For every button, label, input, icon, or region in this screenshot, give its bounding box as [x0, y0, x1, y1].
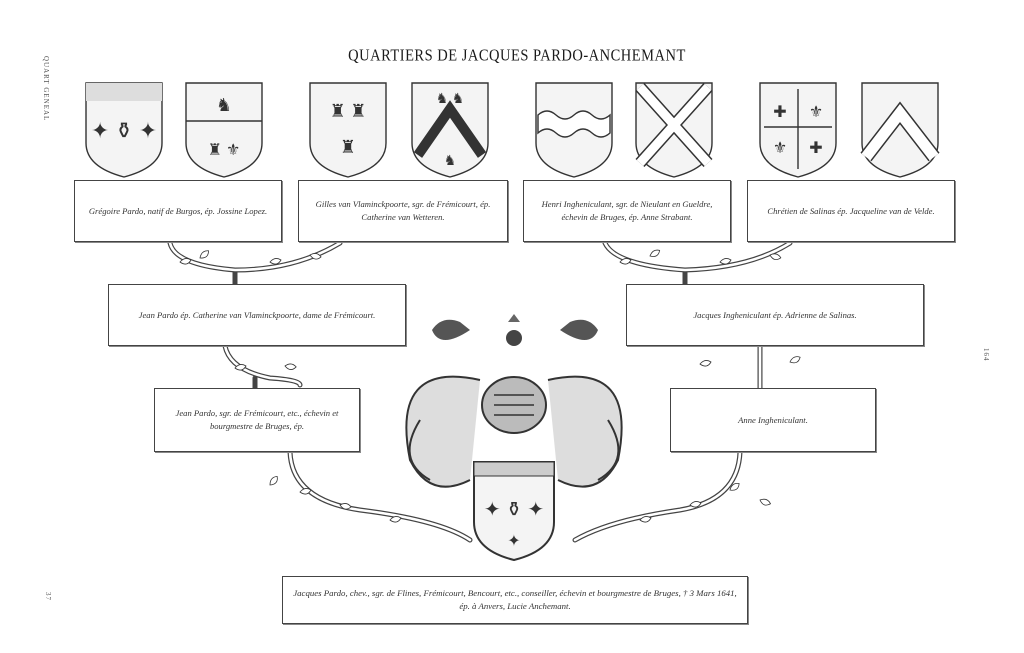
svg-text:✚: ✚: [773, 104, 786, 121]
quartered-cross-fleur-de-lis-arms-icon: ✚ ⚜ ⚜ ✚: [759, 82, 837, 178]
svg-text:♜ ♜: ♜ ♜: [330, 101, 367, 121]
ancestor-text-2: Gilles van Vlaminckpoorte, sgr. de Frémi…: [315, 199, 491, 222]
svg-text:✦ ⚱ ✦: ✦ ⚱ ✦: [484, 499, 544, 521]
wavy-fess-arms-icon: [535, 82, 613, 178]
ancestor-text-4: Chrétien de Salinas ép. Jacqueline van d…: [767, 205, 935, 216]
svg-text:♜ ⚜: ♜ ⚜: [208, 142, 241, 159]
chevron-animals-arms-icon: ♞ ♞ ♞: [411, 82, 489, 178]
ancestor-box-1: Grégoire Pardo, natif de Burgos, ép. Jos…: [74, 180, 282, 242]
svg-text:♞ ♞: ♞ ♞: [436, 92, 465, 107]
ancestor-box-2: Gilles van Vlaminckpoorte, sgr. de Frémi…: [298, 180, 508, 242]
plain-chevron-arms-icon: [860, 82, 940, 178]
subject-box: Jacques Pardo, chev., sgr. de Flines, Fr…: [282, 576, 748, 624]
svg-text:♞: ♞: [444, 154, 457, 169]
margin-page-number: 37: [44, 592, 52, 601]
ancestor-box-4: Chrétien de Salinas ép. Jacqueline van d…: [747, 180, 955, 242]
svg-text:✦ ⚱ ✦: ✦ ⚱ ✦: [91, 118, 157, 143]
saltire-arms-icon: [635, 82, 713, 178]
svg-text:♞: ♞: [216, 95, 232, 115]
pardo-arms-icon: ✦ ⚱ ✦: [85, 82, 163, 178]
svg-text:✚: ✚: [809, 140, 822, 157]
grandparents-box-maternal: Jacques Ingheniculant ép. Adrienne de Sa…: [626, 284, 924, 346]
grandparents-box-paternal: Jean Pardo ép. Catherine van Vlaminckpoo…: [108, 284, 406, 346]
vlaminckpoorte-towers-arms-icon: ♜ ♜ ♜: [309, 82, 387, 178]
grandparents-text-maternal: Jacques Ingheniculant ép. Adrienne de Sa…: [693, 309, 857, 320]
page-title: QUARTIERS DE JACQUES PARDO-ANCHEMANT: [348, 46, 686, 66]
svg-text:♜: ♜: [340, 137, 356, 157]
ancestor-box-3: Henri Ingheniculant, sgr. de Nieulant en…: [523, 180, 731, 242]
central-coat-of-arms-icon: ✦ ⚱ ✦ ✦: [405, 314, 623, 562]
margin-right-number: 164: [982, 348, 990, 362]
mother-box: Anne Ingheniculant.: [670, 388, 876, 452]
father-text: Jean Pardo, sgr. de Frémicourt, etc., éc…: [175, 408, 339, 431]
svg-text:⚜: ⚜: [809, 104, 823, 121]
ancestor-text-3: Henri Ingheniculant, sgr. de Nieulant en…: [541, 199, 713, 222]
grandparents-text-paternal: Jean Pardo ép. Catherine van Vlaminckpoo…: [138, 309, 376, 320]
subject-text: Jacques Pardo, chev., sgr. de Flines, Fr…: [293, 588, 737, 611]
mother-text: Anne Ingheniculant.: [738, 414, 808, 425]
margin-note: QUART GENEAL: [42, 56, 50, 122]
svg-text:✦: ✦: [507, 533, 520, 550]
lions-tower-arms-icon: ♞ ♜ ⚜: [185, 82, 263, 178]
ancestor-text-1: Grégoire Pardo, natif de Burgos, ép. Jos…: [88, 205, 268, 216]
father-box: Jean Pardo, sgr. de Frémicourt, etc., éc…: [154, 388, 360, 452]
svg-text:⚜: ⚜: [773, 140, 787, 157]
